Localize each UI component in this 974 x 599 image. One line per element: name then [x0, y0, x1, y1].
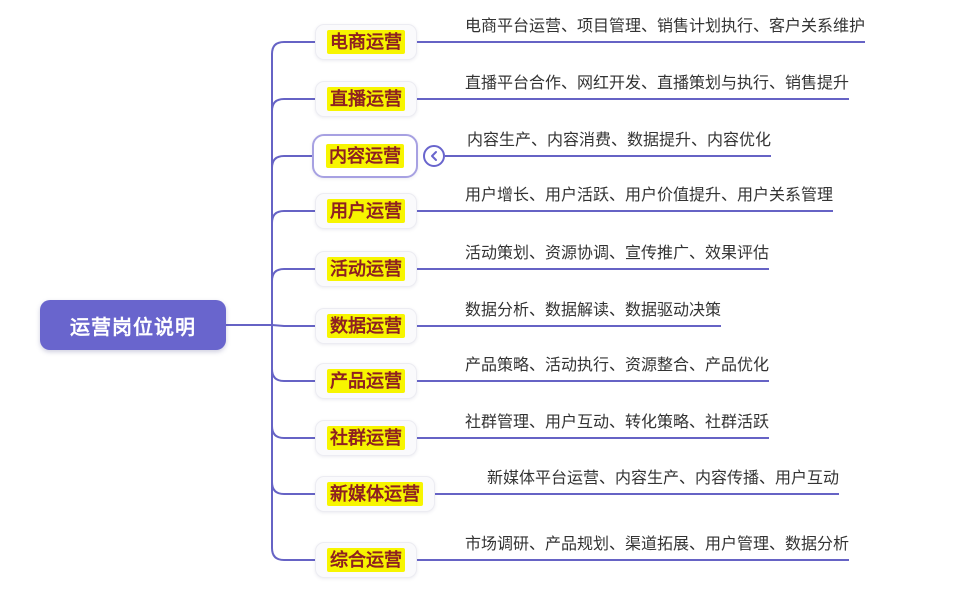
subtopic-text: 电商平台运营、项目管理、销售计划执行、客户关系维护 — [465, 18, 866, 35]
subtopic-text: 社群管理、用户互动、转化策略、社群活跃 — [465, 414, 770, 431]
collapse-toggle[interactable] — [423, 145, 445, 167]
branch-subtopic[interactable]: 市场调研、产品规划、渠道拓展、用户管理、数据分析 — [417, 534, 850, 561]
branch-topic-label: 数据运营 — [327, 314, 405, 338]
branch-topic-label: 产品运营 — [327, 369, 405, 393]
branch-subtopic[interactable]: 直播平台合作、网红开发、直播策划与执行、销售提升 — [417, 73, 850, 100]
subtopic-text: 新媒体平台运营、内容生产、内容传播、用户互动 — [487, 470, 840, 487]
branch-topic-community[interactable]: 社群运营 — [315, 420, 417, 456]
root-topic[interactable]: 运营岗位说明 — [40, 300, 226, 350]
branch-topic-label: 电商运营 — [327, 30, 405, 54]
branch-topic-label: 活动运营 — [327, 257, 405, 281]
branch-topic-ecommerce[interactable]: 电商运营 — [315, 24, 417, 60]
branch-subtopic[interactable]: 数据分析、数据解读、数据驱动决策 — [417, 300, 722, 327]
chevron-left-icon — [431, 151, 437, 161]
subtopic-text: 产品策略、活动执行、资源整合、产品优化 — [465, 357, 770, 374]
branch-topic-label: 新媒体运营 — [327, 482, 423, 506]
branch-topic-data[interactable]: 数据运营 — [315, 308, 417, 344]
branch-subtopic[interactable]: 产品策略、活动执行、资源整合、产品优化 — [417, 355, 770, 382]
branch-subtopic[interactable]: 活动策划、资源协调、宣传推广、效果评估 — [417, 243, 770, 270]
branch-subtopic[interactable]: 新媒体平台运营、内容生产、内容传播、用户互动 — [435, 468, 840, 495]
branch-topic-label: 用户运营 — [327, 199, 405, 223]
branch-topic-event[interactable]: 活动运营 — [315, 251, 417, 287]
subtopic-text: 活动策划、资源协调、宣传推广、效果评估 — [465, 245, 770, 262]
subtopic-text: 直播平台合作、网红开发、直播策划与执行、销售提升 — [465, 75, 850, 92]
branch-topic-general[interactable]: 综合运营 — [315, 542, 417, 578]
subtopic-text: 用户增长、用户活跃、用户价值提升、用户关系管理 — [465, 187, 834, 204]
branch-topic-livestream[interactable]: 直播运营 — [315, 81, 417, 117]
branch-subtopic[interactable]: 电商平台运营、项目管理、销售计划执行、客户关系维护 — [417, 16, 866, 43]
branch-topic-product[interactable]: 产品运营 — [315, 363, 417, 399]
branch-topic-content[interactable]: 内容运营 — [312, 134, 418, 178]
branch-topic-label: 直播运营 — [327, 87, 405, 111]
branch-topic-newmedia[interactable]: 新媒体运营 — [315, 476, 435, 512]
branch-topic-label: 内容运营 — [326, 144, 404, 168]
subtopic-text: 内容生产、内容消费、数据提升、内容优化 — [467, 132, 772, 149]
branch-topic-label: 综合运营 — [327, 548, 405, 572]
branch-subtopic[interactable]: 用户增长、用户活跃、用户价值提升、用户关系管理 — [417, 185, 834, 212]
branch-subtopic[interactable]: 内容生产、内容消费、数据提升、内容优化 — [445, 130, 772, 157]
subtopic-text: 市场调研、产品规划、渠道拓展、用户管理、数据分析 — [465, 536, 850, 553]
branch-subtopic[interactable]: 社群管理、用户互动、转化策略、社群活跃 — [417, 412, 770, 439]
subtopic-text: 数据分析、数据解读、数据驱动决策 — [465, 302, 722, 319]
branch-topic-label: 社群运营 — [327, 426, 405, 450]
branch-topic-user[interactable]: 用户运营 — [315, 193, 417, 229]
